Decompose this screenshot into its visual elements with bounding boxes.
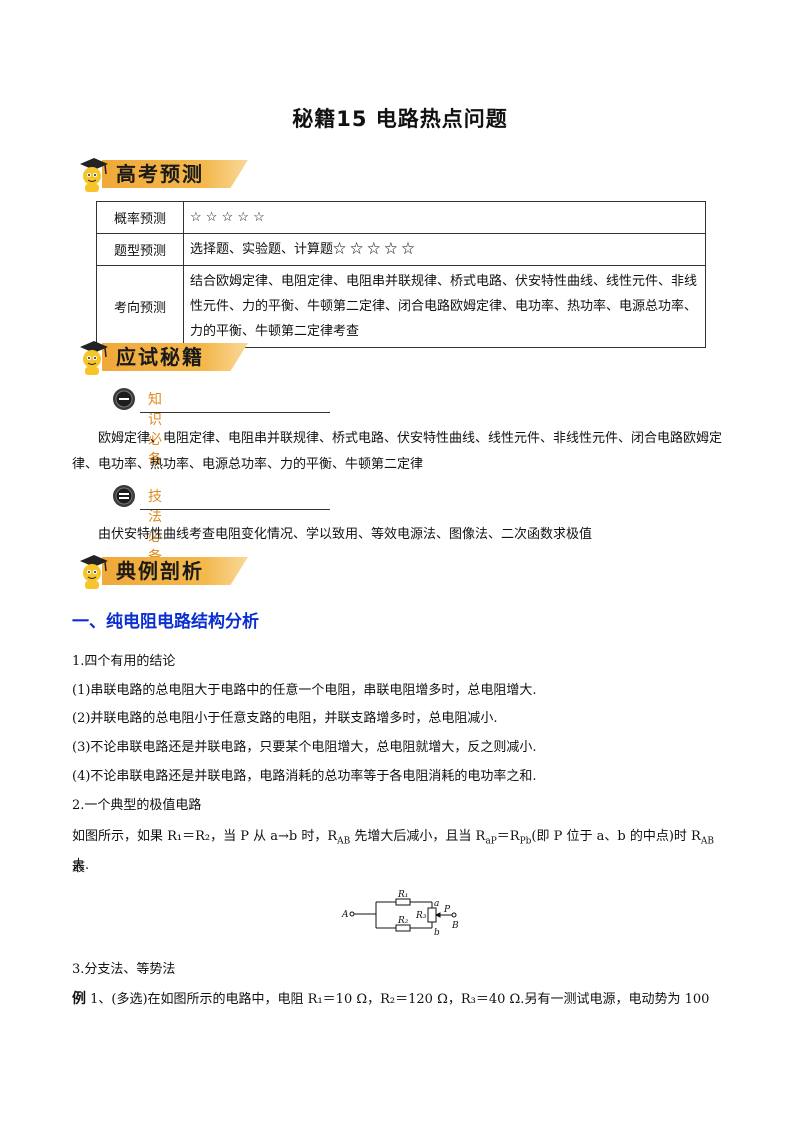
text-line: 3.分支法、等势法 [72, 962, 176, 977]
terminal-b [451, 912, 457, 918]
prediction-table: 概率预测 ☆ ☆ ☆ ☆ ☆ 题型预测 选择题、实验题、计算题☆ ☆ ☆ ☆ ☆… [96, 201, 706, 348]
label-B: B [451, 921, 459, 931]
example-text: 1、(多选)在如图所示的电路中，电阻 R₁＝10 Ω，R₂＝120 Ω，R₃＝4… [86, 992, 710, 1007]
text-line: (4)不论串联电路还是并联电路，电路消耗的总功率等于各电阻消耗的电功率之和. [72, 769, 537, 784]
subscript: AB [700, 836, 714, 847]
mascot-icon [80, 555, 108, 589]
row-head: 题型预测 [96, 233, 184, 266]
row-head: 概率预测 [96, 201, 184, 234]
text-run: 先增大后减小，且当 R [350, 829, 486, 844]
terminal-a [349, 911, 355, 917]
subheading-underline [140, 412, 330, 413]
banner-label: 高考预测 [116, 162, 204, 186]
mascot-icon [80, 158, 108, 192]
text-run: 如图所示，如果 R₁＝R₂，当 P 从 a→b 时，R [72, 829, 338, 844]
circuit-diagram: A B R₁ R₂ R₃ a b P [341, 890, 459, 938]
subscript: AB [337, 836, 351, 847]
text-run: ＝R [496, 829, 520, 844]
table-row: 概率预测 ☆ ☆ ☆ ☆ ☆ [96, 201, 706, 234]
page-title: 秘籍15 电路热点问题 [292, 107, 508, 131]
skills-text: 由伏安特性曲线考查电阻变化情况、学以致用、等效电源法、图像法、二次函数求极值 [98, 527, 593, 542]
text-run: (即 P 位于 a、b 的中点)时 R [531, 829, 701, 844]
row-head: 考向预测 [96, 265, 184, 348]
text-run: 最 [72, 859, 86, 875]
text-line: 如图所示，如果 R₁＝R₂，当 P 从 a→b 时，RAB 先增大后减小，且当 … [72, 824, 728, 881]
banner-label: 应试秘籍 [116, 345, 204, 369]
banner-gaokao: 高考预测 [72, 154, 248, 194]
section-heading: 一、纯电阻电路结构分析 [72, 612, 259, 632]
subheading-underline [140, 509, 330, 510]
text-line: 1.四个有用的结论 [72, 654, 176, 669]
table-row: 题型预测 选择题、实验题、计算题☆ ☆ ☆ ☆ ☆ [96, 233, 706, 266]
label-b: b [434, 928, 440, 938]
row-content: ☆ ☆ ☆ ☆ ☆ [183, 201, 706, 234]
text-line: (3)不论串联电路还是并联电路，只要某个电阻增大，总电阻就增大，反之则减小. [72, 740, 537, 755]
knowledge-text: 欧姆定律、电阻定律、电阻串并联规律、桥式电路、伏安特性曲线、线性元件、非线性元件… [72, 431, 723, 472]
label-P: P [443, 905, 451, 915]
mascot-icon [80, 341, 108, 375]
banner-yingshi: 应试秘籍 [72, 337, 248, 377]
table-row: 考向预测 结合欧姆定律、电阻定律、电阻串并联规律、桥式电路、伏安特性曲线、线性元… [96, 265, 706, 348]
banner-bar [102, 557, 248, 585]
text-line: (1)串联电路的总电阻大于电路中的任意一个电阻，串联电阻增多时，总电阻增大. [72, 683, 537, 698]
example-line: 例 1、(多选)在如图所示的电路中，电阻 R₁＝10 Ω，R₂＝120 Ω，R₃… [72, 986, 728, 1013]
row-content: 选择题、实验题、计算题☆ ☆ ☆ ☆ ☆ [183, 233, 706, 266]
banner-label: 典例剖析 [116, 559, 204, 583]
text-line: 大. [72, 858, 90, 873]
text-line: 2.一个典型的极值电路 [72, 798, 202, 813]
subscript: aP [485, 836, 497, 847]
banner-bar [102, 160, 248, 188]
banner-dianli: 典例剖析 [72, 551, 248, 591]
row-content: 结合欧姆定律、电阻定律、电阻串并联规律、桥式电路、伏安特性曲线、线性元件、非线性… [183, 265, 706, 348]
number-two-badge-icon [113, 485, 135, 507]
label-R1: R₁ [397, 890, 408, 900]
subscript: Pb [519, 836, 532, 847]
text-line: (2)并联电路的总电阻小于任意支路的电阻，并联支路增多时，总电阻减小. [72, 711, 498, 726]
banner-bar [102, 343, 248, 371]
label-a: a [434, 899, 439, 909]
label-R2: R₂ [397, 916, 409, 926]
subheading-label: 知识必备 [148, 392, 162, 468]
label-R3: R₃ [415, 911, 427, 921]
number-one-badge-icon [113, 388, 135, 410]
example-marker: 例 [72, 991, 86, 1007]
label-A: A [341, 910, 349, 920]
